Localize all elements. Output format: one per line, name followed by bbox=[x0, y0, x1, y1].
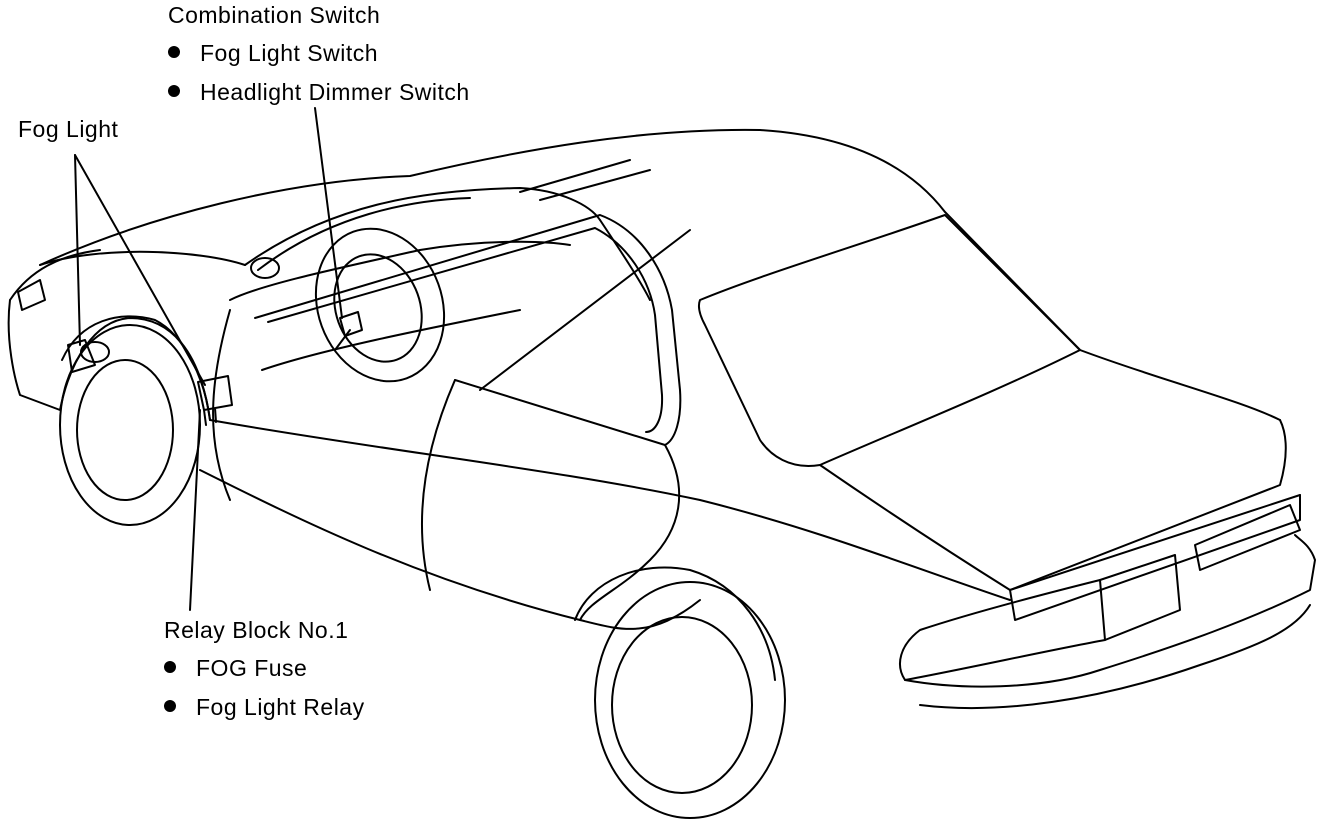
windshield-inner bbox=[257, 197, 471, 271]
a-pillar bbox=[519, 159, 651, 201]
leader-combination-switch bbox=[314, 107, 343, 319]
fog-light-switch-label: Fog Light Switch bbox=[200, 40, 379, 66]
leader-fog-light-1 bbox=[74, 154, 81, 346]
relay-block-title: Relay Block No.1 bbox=[164, 617, 349, 643]
c-pillar bbox=[599, 219, 651, 301]
relay-block-item: Fog Light Relay bbox=[164, 696, 365, 719]
steering-wheel bbox=[314, 227, 446, 383]
steering-column bbox=[334, 329, 351, 351]
bullet-icon bbox=[164, 661, 176, 673]
leader-fog-light-2 bbox=[74, 154, 206, 386]
fog-light-part bbox=[80, 341, 110, 363]
relay-block-item: FOG Fuse bbox=[164, 657, 307, 680]
front-window-inner bbox=[267, 227, 664, 433]
license-plate-area bbox=[1099, 554, 1181, 641]
front-wheel-inner bbox=[76, 359, 174, 501]
combination-switch-part bbox=[339, 311, 363, 337]
beltline bbox=[209, 419, 1011, 601]
rear-window bbox=[697, 214, 1081, 467]
rear-bumper bbox=[904, 534, 1316, 688]
bullet-icon bbox=[168, 46, 180, 58]
headlight-dimmer-switch-label: Headlight Dimmer Switch bbox=[200, 79, 470, 105]
bullet-icon bbox=[168, 85, 180, 97]
trunk-lid bbox=[819, 419, 1287, 591]
roof-outline bbox=[39, 128, 1281, 421]
rocker-panel bbox=[199, 469, 701, 630]
dashboard-lower bbox=[261, 309, 521, 371]
fog-fuse-label: FOG Fuse bbox=[196, 655, 308, 681]
front-door-line bbox=[212, 309, 456, 591]
fog-light-left-part bbox=[250, 257, 280, 279]
bumper-lower bbox=[919, 604, 1311, 709]
combination-switch-item: Headlight Dimmer Switch bbox=[168, 81, 470, 104]
relay-block-part bbox=[197, 375, 233, 426]
hood bbox=[39, 250, 246, 266]
windshield-top bbox=[244, 187, 601, 266]
dashboard bbox=[229, 240, 571, 301]
rear-door-line bbox=[579, 444, 681, 621]
combination-switch-title: Combination Switch bbox=[168, 2, 381, 28]
front-wheel-arch bbox=[61, 315, 211, 421]
rear-wheel-inner bbox=[611, 616, 753, 794]
b-pillar bbox=[479, 229, 691, 391]
fog-light-relay-label: Fog Light Relay bbox=[196, 694, 365, 720]
rear-wheel-outer bbox=[594, 581, 786, 819]
combination-switch-item: Fog Light Switch bbox=[168, 42, 378, 65]
tail-light-right bbox=[1194, 504, 1301, 571]
rear-face bbox=[1009, 494, 1301, 621]
steering-wheel-inner bbox=[333, 253, 423, 363]
front-door-window bbox=[254, 214, 682, 446]
fog-light-title: Fog Light bbox=[18, 116, 119, 142]
front-fascia bbox=[9, 249, 101, 301]
bullet-icon bbox=[164, 700, 176, 712]
trunk-edge bbox=[1009, 494, 1301, 591]
headlight bbox=[17, 279, 46, 311]
rear-wheel-arch bbox=[574, 566, 776, 681]
leader-relay-block bbox=[189, 409, 201, 611]
tail-light-left bbox=[899, 579, 1106, 681]
